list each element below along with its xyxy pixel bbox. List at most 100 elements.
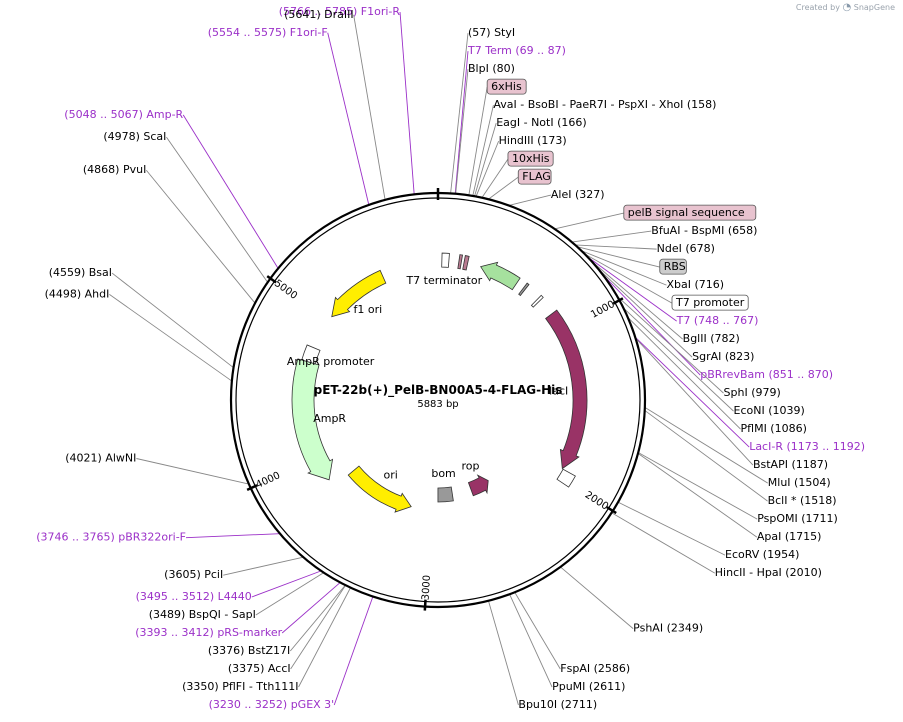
site-label[interactable]: EcoRV (1954): [725, 548, 799, 561]
site-label[interactable]: PpuMI (2611): [552, 680, 625, 693]
watermark-brand: SnapGene: [853, 3, 895, 12]
feature-rop[interactable]: [467, 474, 489, 497]
feature-bom[interactable]: [437, 486, 454, 503]
site-label[interactable]: T7 Term (69 .. 87): [467, 44, 566, 57]
site-label[interactable]: (3350) PflFI - Tth111I: [182, 680, 298, 693]
leader-line: [616, 295, 724, 394]
site-label[interactable]: BglII (782): [683, 332, 740, 345]
feature-laci-promoter[interactable]: [556, 468, 576, 488]
tick-label-3000: 3000: [420, 575, 433, 601]
site-label[interactable]: HindIII (173): [499, 134, 567, 147]
site-label[interactable]: pBRrevBam (851 .. 870): [700, 368, 833, 381]
leader-line: [166, 136, 269, 283]
site-label[interactable]: PspOMI (1711): [757, 512, 838, 525]
feature-pelb-signal-sequence[interactable]: [480, 261, 521, 291]
leader-line: [145, 169, 256, 304]
site-label[interactable]: NdeI (678): [657, 242, 715, 255]
plasmid-name: pET-22b(+)_PelB-BN00A5-4-FLAG-His: [314, 383, 563, 398]
leader-line: [223, 556, 304, 576]
feature-label-f1-ori: f1 ori: [354, 303, 383, 316]
feature-tag-box: [623, 204, 757, 221]
site-label[interactable]: (5766 .. 5785) F1ori-R: [279, 5, 401, 18]
site-label[interactable]: (5641) DraIII: [284, 8, 354, 21]
leader-line: [182, 114, 279, 269]
leader-line: [597, 267, 693, 358]
site-labels: (57) StyI T7 Term (69 .. 87) BlpI (80) 6xHi…: [36, 5, 865, 711]
site-label[interactable]: 6xHis: [491, 80, 522, 93]
site-label[interactable]: AvaI - BsoBI - PaeR7I - PspXI - XhoI (15…: [493, 98, 716, 111]
site-label[interactable]: (3495 .. 3512) L4440: [136, 590, 252, 603]
site-label[interactable]: (3746 .. 3765) pBR322ori-F: [36, 531, 186, 544]
site-label[interactable]: BclI * (1518): [768, 494, 837, 507]
site-label[interactable]: (3230 .. 3252) pGEX 3': [209, 698, 335, 711]
site-label[interactable]: SphI (979): [724, 386, 781, 399]
site-label[interactable]: PshAI (2349): [633, 622, 703, 635]
site-label[interactable]: T7 (748 .. 767): [676, 314, 759, 327]
site-label[interactable]: EcoNI (1039): [734, 404, 805, 417]
feature-label-ampr-promoter: AmpR promoter: [287, 355, 375, 368]
site-label[interactable]: BfuAI - BspMI (658): [651, 224, 757, 237]
site-label[interactable]: (57) StyI: [468, 26, 515, 39]
leader-line: [591, 260, 683, 340]
leader-line: [488, 176, 519, 200]
leader-line: [602, 274, 701, 376]
site-label[interactable]: (4021) AlwNI: [65, 451, 136, 464]
tick-label-5000: 5000: [272, 278, 299, 302]
site-label[interactable]: BstAPI (1187): [753, 458, 828, 471]
feature-ori[interactable]: [347, 465, 412, 513]
feature-tag-box: [659, 258, 687, 275]
leader-line: [290, 584, 346, 670]
feature-f1-ori[interactable]: [331, 269, 387, 318]
site-label[interactable]: PflMI (1086): [741, 422, 807, 435]
leader-line: [472, 105, 494, 197]
site-label[interactable]: RBS: [664, 260, 686, 273]
site-label[interactable]: (3605) PciI: [164, 568, 223, 581]
feature-t7-promoter[interactable]: [530, 294, 544, 308]
leader-line: [289, 584, 346, 652]
feature-flag[interactable]: [462, 255, 470, 271]
site-label[interactable]: 10xHis: [512, 152, 550, 165]
site-label[interactable]: EagI - NotI (166): [496, 116, 586, 129]
leader-line: [514, 592, 561, 670]
leader-line: [111, 272, 234, 369]
feature-ampr-promoter[interactable]: [301, 344, 321, 365]
site-label[interactable]: HincII - HpaI (2010): [715, 566, 822, 579]
site-label[interactable]: FLAG: [522, 170, 551, 183]
site-label[interactable]: T7 promoter: [675, 296, 745, 309]
site-label[interactable]: (3375) AccI: [228, 662, 291, 675]
snapgene-watermark: Created by ◔ SnapGene: [796, 2, 895, 13]
leader-line: [488, 600, 519, 706]
tick-4000: [246, 484, 258, 492]
site-label[interactable]: MluI (1504): [768, 476, 831, 489]
site-label[interactable]: (4498) AhdI: [45, 287, 110, 300]
feature-label-laci: lacI: [549, 384, 568, 397]
leader-line: [333, 596, 374, 706]
site-label[interactable]: (3376) BstZ17I: [208, 644, 290, 657]
site-label[interactable]: FspAI (2586): [560, 662, 630, 675]
feature-rbs[interactable]: [518, 282, 530, 297]
site-label[interactable]: (4559) BsaI: [49, 266, 112, 279]
site-label[interactable]: Bpu10I (2711): [518, 698, 597, 711]
site-label[interactable]: (4978) ScaI: [103, 130, 166, 143]
site-label[interactable]: AleI (327): [551, 188, 605, 201]
feature-laci[interactable]: [545, 309, 588, 470]
site-label[interactable]: (5048 .. 5067) Amp-R: [64, 108, 183, 121]
site-label[interactable]: XbaI (716): [666, 278, 724, 291]
site-label[interactable]: ApaI (1715): [757, 530, 822, 543]
leader-line: [644, 410, 768, 502]
feature-t7-terminator[interactable]: [441, 252, 450, 268]
site-label[interactable]: SgrAI (823): [692, 350, 754, 363]
site-label[interactable]: (4868) PvuI: [83, 163, 146, 176]
site-label[interactable]: (3393 .. 3412) pRS-marker: [135, 626, 282, 639]
site-label[interactable]: (3489) BspQI - SapI: [149, 608, 256, 621]
feature-ampr[interactable]: [291, 358, 334, 481]
leader-line: [298, 587, 351, 688]
site-label[interactable]: pelB signal sequence: [628, 206, 745, 219]
site-label[interactable]: BlpI (80): [468, 62, 515, 75]
site-label[interactable]: (5554 .. 5575) F1ori-F: [208, 26, 328, 39]
leader-line: [255, 572, 324, 616]
leader-line: [353, 14, 386, 200]
feature-his-tag[interactable]: [457, 254, 463, 270]
site-label[interactable]: LacI-R (1173 .. 1192): [749, 440, 865, 453]
leader-line: [474, 122, 497, 197]
